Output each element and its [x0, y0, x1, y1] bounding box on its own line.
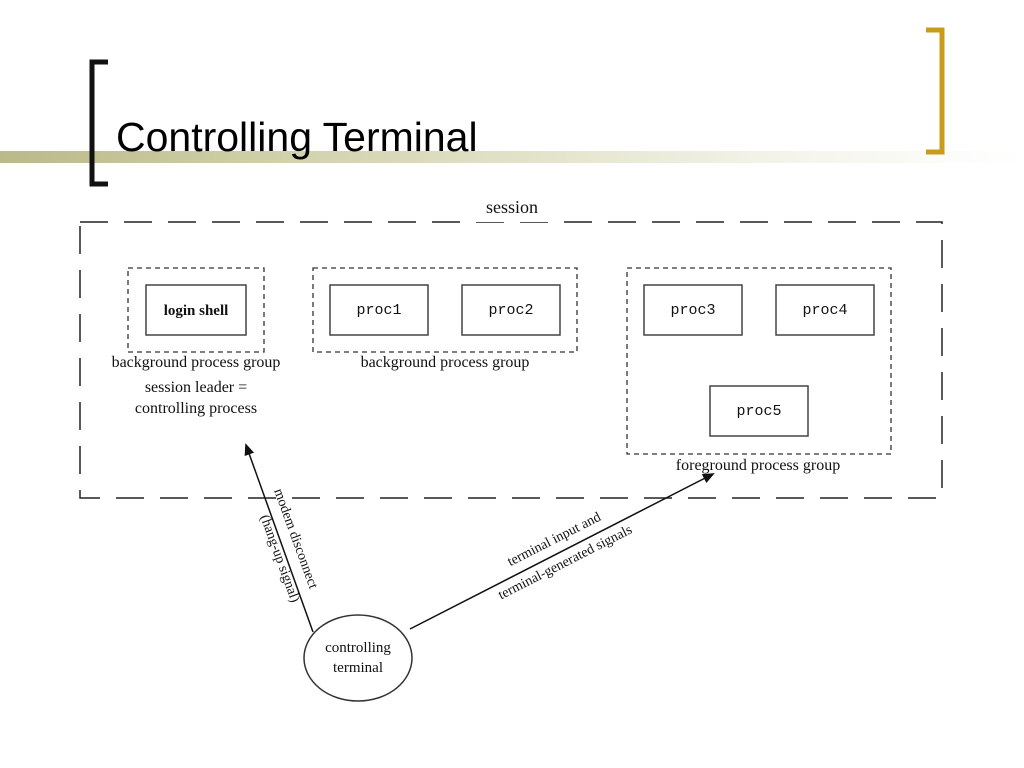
proc3-label: proc3: [670, 302, 715, 319]
terminal-label-line1: controlling: [325, 640, 391, 656]
foreground-label-bg: [650, 455, 866, 477]
proc4-box: [775, 284, 875, 336]
proc1-label: proc1: [356, 302, 401, 319]
proc5-label: proc5: [736, 403, 781, 420]
foreground-group-label: foreground process group: [676, 457, 840, 474]
controlling-process-label: controlling process: [135, 400, 257, 417]
background-group-label: background process group: [361, 354, 530, 371]
proc5-box: [709, 385, 809, 437]
proc2-box: [461, 284, 561, 336]
session-box: [79, 221, 943, 499]
proc4-label: proc4: [802, 302, 847, 319]
session-label-bg: [468, 196, 556, 222]
title-rule-bar: [0, 151, 1024, 163]
login-process-group-box: [127, 267, 265, 353]
hangup-signal-arrow: [244, 443, 314, 633]
proc3-box: [643, 284, 743, 336]
left-bracket-decoration: [89, 59, 108, 187]
controlling-terminal-ellipse: [303, 614, 413, 702]
proc1-box: [329, 284, 429, 336]
background-process-group-box: [312, 267, 578, 353]
terminal-signals-arrow: [409, 473, 715, 630]
right-bracket-decoration: [926, 27, 945, 155]
login-group-label: background process group: [112, 354, 281, 371]
terminal-label-line2: terminal: [333, 660, 383, 676]
proc2-label: proc2: [488, 302, 533, 319]
session-label: session: [486, 197, 538, 217]
session-leader-label: session leader =: [145, 379, 247, 396]
login-shell-label: login shell: [164, 303, 229, 319]
login-shell-box: [145, 284, 247, 336]
page-title: Controlling Terminal: [116, 114, 478, 160]
